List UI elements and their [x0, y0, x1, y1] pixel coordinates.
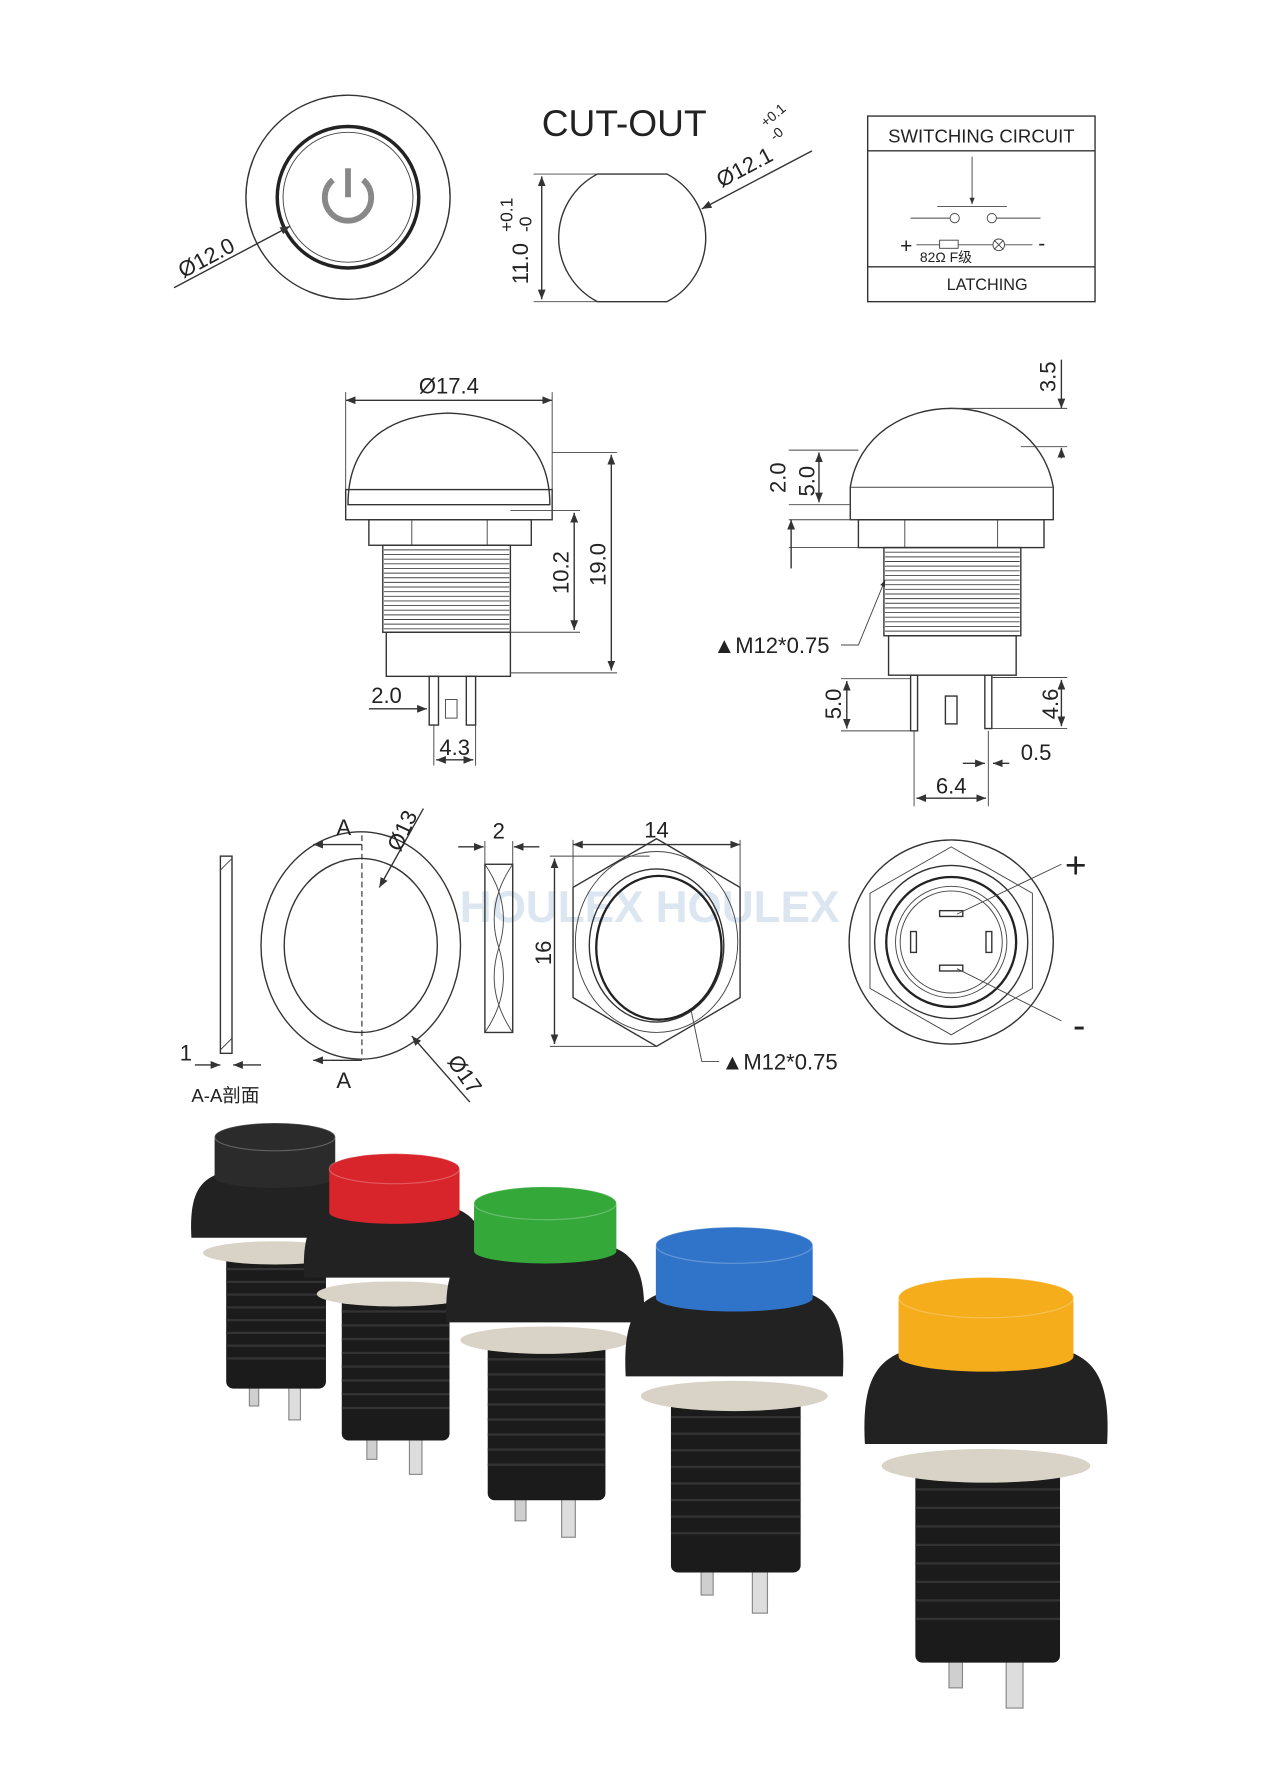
hex-nut-view: 14 16 ▲M12*0.75 [531, 818, 838, 1075]
cutout-dia-label: Ø12.1 [712, 142, 777, 192]
lamp-icon [992, 238, 1006, 252]
product-photo [191, 1122, 1108, 1709]
total-height-label: 19.0 [586, 543, 611, 586]
rear-view: + - [848, 839, 1087, 1046]
washer-outer-dia: Ø17 [443, 1050, 487, 1098]
section-a-top: A [336, 815, 351, 840]
lock-washer-view: 2 [458, 819, 540, 1034]
switching-circuit-box: SWITCHING CIRCUIT + - 82Ω F级 LATCHING [866, 115, 1096, 303]
pin-pitch-label: 4.3 [439, 735, 470, 760]
switch-photo-4 [625, 1226, 844, 1614]
pin-len2-label: 4.6 [1038, 689, 1063, 720]
cutout-height-tol-plus: +0.1 [497, 198, 517, 232]
side-view: 3.5 5.0 2.0 ▲M12*0.75 5.0 4.6 0.5 6.4 [713, 359, 1068, 807]
pin-thk-label: 0.5 [1021, 740, 1052, 765]
switch-photo-5 [864, 1276, 1108, 1709]
button-face-view: Ø12.0 [173, 94, 451, 301]
dome-height-label: 3.5 [1036, 361, 1061, 392]
pin-spacing-label: 6.4 [936, 774, 967, 799]
lock-washer-thk: 2 [493, 819, 505, 844]
rear-plus: + [1065, 844, 1087, 886]
section-label: A-A剖面 [191, 1085, 259, 1106]
circuit-mode: LATCHING [947, 276, 1028, 294]
cap-dia-label: Ø17.4 [419, 373, 479, 398]
rear-minus: - [1073, 1004, 1085, 1046]
pin-width-label: 2.0 [371, 683, 402, 708]
washer-view: 1 A-A剖面 A A Ø13 Ø17 [180, 806, 487, 1106]
front-view: Ø17.4 10.2 19.0 2.0 4.3 [344, 373, 618, 766]
face-dia-label: Ø12.0 [174, 233, 239, 283]
circuit-title: SWITCHING CIRCUIT [888, 126, 1074, 147]
cutout-height-tol-minus: -0 [515, 217, 535, 232]
resistor-label: 82Ω F级 [920, 249, 972, 265]
section-a-bottom: A [336, 1068, 351, 1093]
switch-photo-2 [303, 1153, 485, 1475]
cutout-height-label: 11.0 [508, 243, 533, 284]
switch-photo-3 [446, 1186, 645, 1538]
power-icon [321, 168, 375, 224]
watermark: HOULEX HOULEX [460, 883, 840, 932]
circuit-minus: - [1038, 233, 1045, 256]
nut-height-label: 16 [531, 941, 556, 966]
circuit-plus: + [900, 235, 912, 258]
side-thread-label: ▲M12*0.75 [713, 633, 829, 658]
nut-width-label: 14 [644, 818, 669, 843]
nut-thread-label: ▲M12*0.75 [722, 1050, 838, 1075]
cutout-view: CUT-OUT +0.1 -0 11.0 +0.1 -0 Ø12.1 [497, 100, 813, 303]
thread-len-label: 10.2 [548, 551, 573, 594]
washer-thk-label: 1 [180, 1040, 192, 1065]
pin-len-label: 5.0 [821, 689, 846, 720]
washer-inner-dia: Ø13 [382, 806, 422, 854]
flange-label: 2.0 [765, 462, 790, 493]
cap-height-label: 5.0 [794, 466, 819, 497]
cutout-title: CUT-OUT [542, 102, 707, 144]
